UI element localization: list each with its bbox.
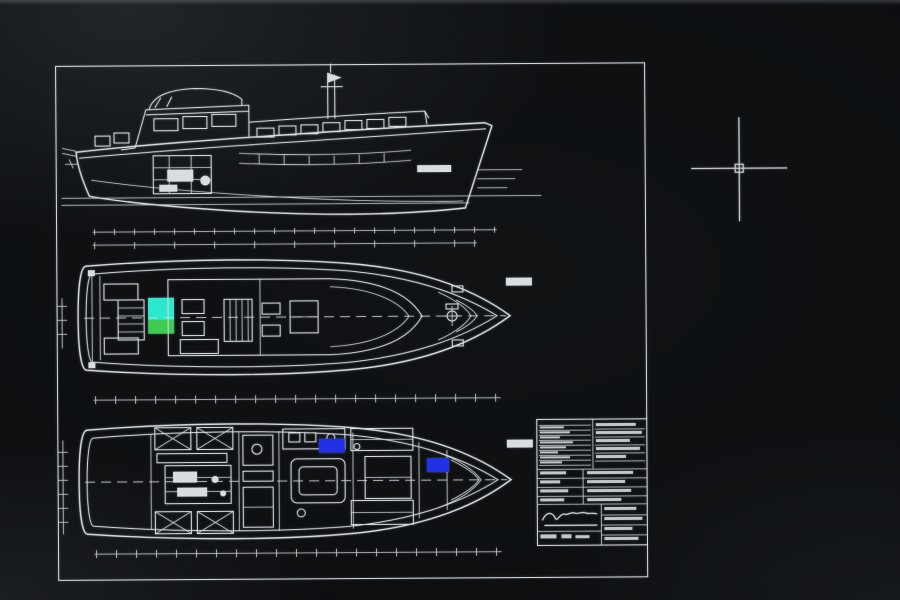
mast-flag [327,72,342,83]
hull-profile [75,122,493,215]
selection-highlight-blue[interactable] [426,458,450,473]
bow-pulpit [61,147,78,169]
selection-highlight-green[interactable] [148,319,175,334]
interior-hull-outline [78,423,513,540]
deck-hull-outline [77,259,512,376]
aft-deck-locker [103,337,139,355]
deck-hatch [261,324,281,337]
crosshair-cursor [691,117,788,222]
title-block-text-streaks [539,422,643,541]
dimension-row [93,393,501,405]
view-side-elevation [61,63,542,250]
bow-cleat [451,339,464,347]
reference-dash [505,277,532,286]
companionway-steps [223,298,253,342]
dimension-row-lower [92,239,477,250]
builder-logo-script [541,511,598,527]
engine-room-detail [164,464,232,505]
cabinets [350,427,414,526]
waterline-datum [61,195,542,206]
aft-deck-locker [103,283,139,301]
main-cabin [121,104,250,151]
deck-edge-inner [85,267,499,368]
dimension-column-left [57,298,68,349]
dimension-row-upper [92,226,497,236]
selection-highlight-blue[interactable] [318,438,345,453]
engine-detail [152,154,212,195]
centerline [85,479,508,483]
hull-side-band [239,149,412,166]
sink-symbol [353,443,361,451]
aft-berths [154,426,234,535]
crosshair-lines [691,117,788,222]
title-block-grid [537,419,648,546]
anchor-windlass [444,303,461,326]
aft-deckhouse [248,110,430,125]
rub-rail [79,128,486,159]
view-deck-plan [57,259,532,405]
mast [320,63,343,119]
deck-hatch [261,302,281,315]
reference-dash [506,439,533,448]
head-compartment [242,434,274,528]
bench-seat [179,338,219,355]
sink-symbol [296,508,306,518]
sheet-border [55,62,649,581]
flybridge-hardtop [148,88,243,110]
deckhouse-window-band [256,116,407,138]
selection-highlight-cyan[interactable] [147,297,175,320]
bow-cleat [451,285,464,293]
cockpit-ladder [117,299,145,341]
stern-level-marks [477,169,523,189]
reference-dash [417,164,452,173]
aft-dresser [156,452,228,464]
chine-line [91,179,464,202]
title-block [536,418,649,546]
title-block-border [536,418,649,546]
dimension-row [94,547,502,559]
stern-cleats [87,270,96,369]
cabin-windows [153,113,237,132]
helm-console [181,298,205,315]
pickbox [734,163,744,173]
helm-seat [181,320,205,337]
foredeck-windows [94,132,130,147]
centerline [84,315,507,319]
view-interior-plan [57,423,533,559]
dimension-column-left [57,440,69,535]
